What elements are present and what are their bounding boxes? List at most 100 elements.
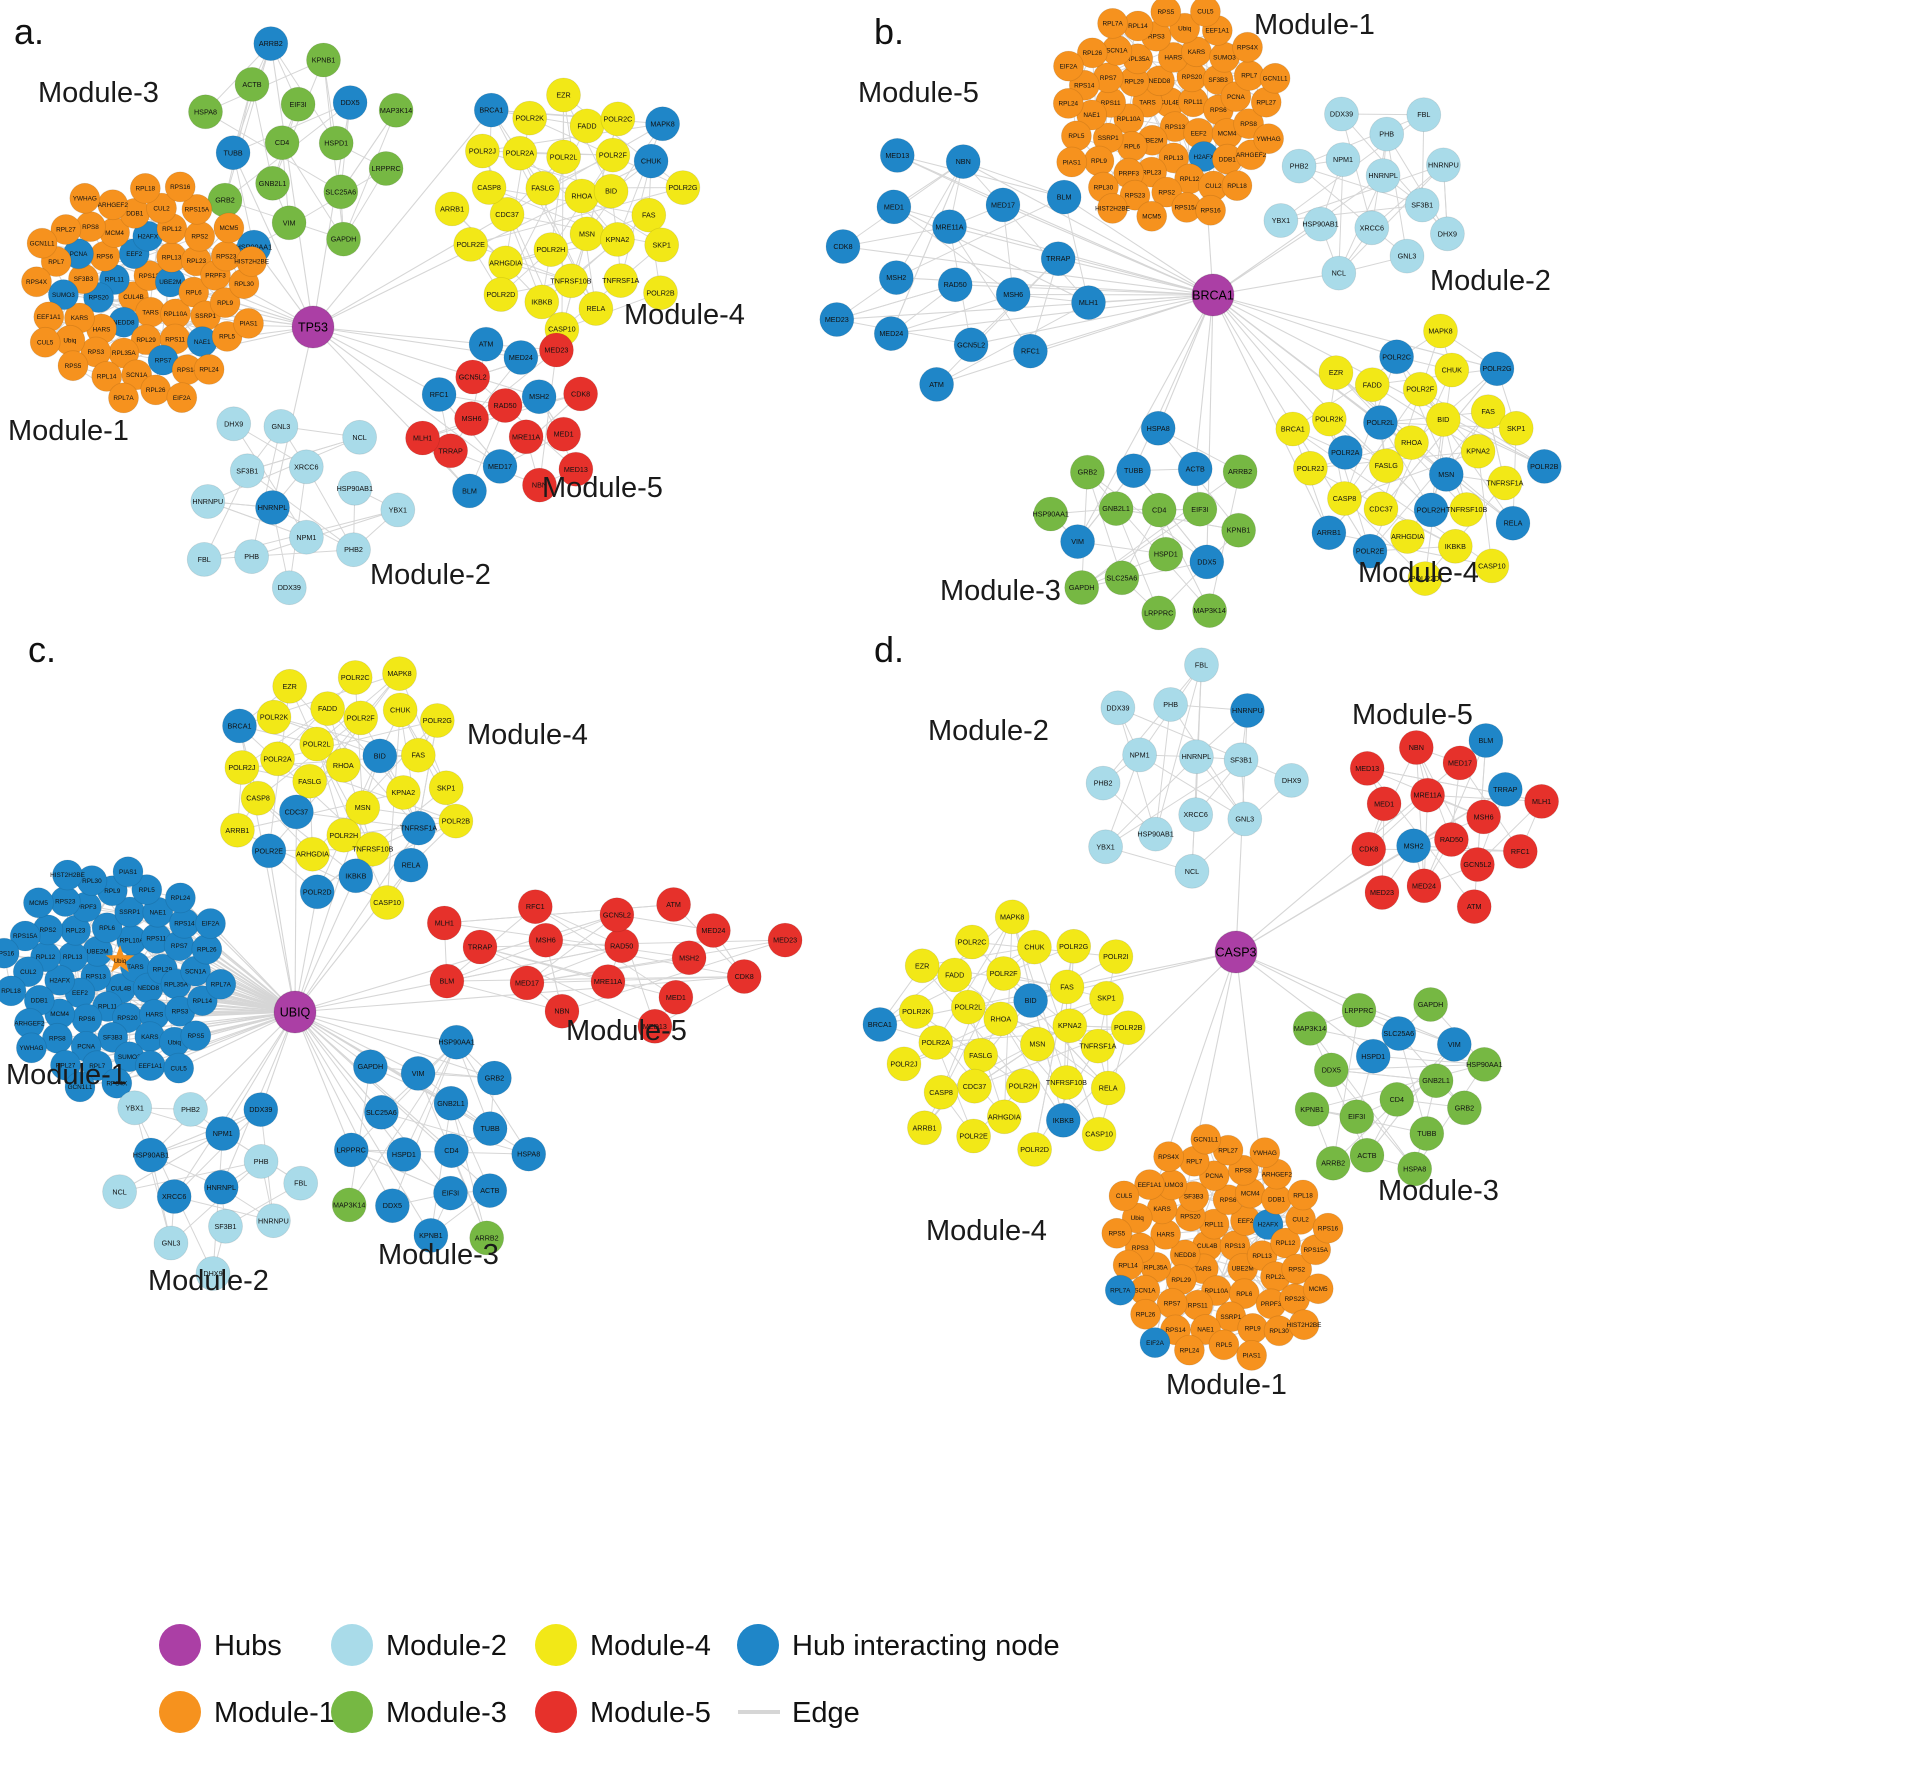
gene-node[interactable] bbox=[1390, 519, 1425, 554]
gene-node[interactable] bbox=[950, 989, 986, 1025]
gene-node[interactable] bbox=[1303, 206, 1338, 242]
gene-node[interactable] bbox=[180, 1020, 212, 1052]
gene-node[interactable] bbox=[1428, 456, 1464, 492]
gene-node[interactable] bbox=[1108, 1180, 1140, 1212]
gene-node[interactable] bbox=[1311, 401, 1347, 437]
gene-node[interactable] bbox=[1287, 1179, 1319, 1211]
gene-node[interactable] bbox=[643, 275, 678, 311]
gene-node[interactable] bbox=[1351, 831, 1387, 867]
gene-node[interactable] bbox=[1060, 524, 1095, 559]
gene-node[interactable] bbox=[1195, 194, 1226, 226]
gene-node[interactable] bbox=[1153, 687, 1188, 722]
gene-node[interactable] bbox=[1292, 1011, 1328, 1046]
gene-node[interactable] bbox=[983, 1001, 1019, 1037]
gene-node[interactable] bbox=[919, 366, 954, 402]
gene-node[interactable] bbox=[108, 382, 139, 414]
gene-node[interactable] bbox=[1140, 410, 1176, 446]
gene-node[interactable] bbox=[363, 1094, 399, 1130]
gene-node[interactable] bbox=[1081, 1116, 1117, 1152]
gene-node[interactable] bbox=[164, 171, 196, 203]
hub-node-brca1[interactable] bbox=[1191, 273, 1235, 317]
gene-node[interactable] bbox=[1263, 203, 1299, 238]
gene-node[interactable] bbox=[112, 856, 144, 888]
gene-node[interactable] bbox=[292, 763, 328, 799]
gene-node[interactable] bbox=[462, 929, 498, 965]
gene-node[interactable] bbox=[1227, 801, 1263, 837]
gene-node[interactable] bbox=[129, 172, 161, 204]
gene-node[interactable] bbox=[1288, 1309, 1320, 1341]
gene-node[interactable] bbox=[1174, 853, 1210, 889]
gene-node[interactable] bbox=[464, 133, 500, 169]
gene-node[interactable] bbox=[1294, 1091, 1330, 1127]
gene-node[interactable] bbox=[50, 214, 82, 245]
gene-node[interactable] bbox=[953, 327, 989, 363]
gene-node[interactable] bbox=[101, 1067, 133, 1099]
gene-node[interactable] bbox=[907, 1110, 942, 1146]
gene-node[interactable] bbox=[511, 1136, 547, 1172]
gene-node[interactable] bbox=[472, 1111, 508, 1146]
gene-node[interactable] bbox=[64, 1071, 96, 1103]
gene-node[interactable] bbox=[502, 135, 538, 171]
gene-node[interactable] bbox=[476, 1060, 512, 1096]
gene-node[interactable] bbox=[1397, 1151, 1433, 1187]
gene-node[interactable] bbox=[1136, 200, 1168, 232]
gene-node[interactable] bbox=[195, 908, 226, 939]
gene-node[interactable] bbox=[1222, 454, 1258, 490]
gene-node[interactable] bbox=[937, 957, 973, 993]
gene-node[interactable] bbox=[986, 956, 1021, 991]
gene-node[interactable] bbox=[1402, 371, 1438, 407]
gene-node[interactable] bbox=[524, 284, 560, 320]
gene-node[interactable] bbox=[886, 1046, 922, 1082]
gene-node[interactable] bbox=[1189, 544, 1225, 580]
gene-node[interactable] bbox=[590, 964, 626, 999]
gene-node[interactable] bbox=[50, 1049, 81, 1081]
gene-node[interactable] bbox=[1158, 142, 1190, 174]
gene-node[interactable] bbox=[326, 817, 362, 853]
gene-node[interactable] bbox=[1339, 1099, 1375, 1135]
gene-node[interactable] bbox=[1413, 987, 1448, 1022]
gene-node[interactable] bbox=[263, 408, 299, 444]
gene-node[interactable] bbox=[1281, 148, 1317, 184]
gene-node[interactable] bbox=[1064, 570, 1100, 605]
gene-node[interactable] bbox=[1056, 928, 1092, 964]
gene-node[interactable] bbox=[1141, 492, 1177, 528]
gene-node[interactable] bbox=[600, 221, 635, 257]
gene-node[interactable] bbox=[91, 360, 123, 392]
gene-node[interactable] bbox=[1349, 751, 1385, 786]
gene-node[interactable] bbox=[280, 86, 316, 122]
gene-node[interactable] bbox=[1134, 1169, 1165, 1200]
gene-node[interactable] bbox=[637, 1008, 673, 1044]
gene-node[interactable] bbox=[1130, 1298, 1161, 1330]
gene-node[interactable] bbox=[1436, 1027, 1472, 1062]
gene-node[interactable] bbox=[1312, 1212, 1344, 1244]
gene-node[interactable] bbox=[522, 467, 557, 503]
gene-node[interactable] bbox=[0, 975, 27, 1007]
gene-node[interactable] bbox=[1354, 367, 1390, 403]
gene-node[interactable] bbox=[240, 780, 276, 816]
gene-node[interactable] bbox=[1190, 0, 1221, 27]
gene-node[interactable] bbox=[1442, 745, 1478, 781]
gene-node[interactable] bbox=[271, 205, 307, 241]
gene-node[interactable] bbox=[337, 660, 373, 695]
gene-node[interactable] bbox=[1311, 515, 1347, 551]
gene-node[interactable] bbox=[203, 1169, 239, 1205]
gene-node[interactable] bbox=[1097, 7, 1128, 39]
gene-node[interactable] bbox=[188, 94, 223, 130]
gene-node[interactable] bbox=[595, 137, 631, 173]
gene-node[interactable] bbox=[631, 197, 667, 233]
gene-node[interactable] bbox=[209, 287, 241, 319]
gene-node[interactable] bbox=[1080, 1028, 1116, 1064]
gene-node[interactable] bbox=[1349, 1137, 1385, 1173]
gene-node[interactable] bbox=[1056, 146, 1088, 178]
gene-node[interactable] bbox=[1406, 97, 1442, 133]
gene-node[interactable] bbox=[932, 209, 967, 245]
gene-node[interactable] bbox=[433, 1085, 469, 1121]
gene-node[interactable] bbox=[1089, 980, 1124, 1016]
gene-node[interactable] bbox=[1434, 822, 1469, 857]
gene-node[interactable] bbox=[1418, 1063, 1454, 1099]
gene-node[interactable] bbox=[1104, 560, 1140, 596]
gene-node[interactable] bbox=[380, 492, 416, 528]
gene-node[interactable] bbox=[1321, 255, 1357, 291]
gene-node[interactable] bbox=[489, 196, 525, 232]
gene-node[interactable] bbox=[508, 419, 544, 455]
